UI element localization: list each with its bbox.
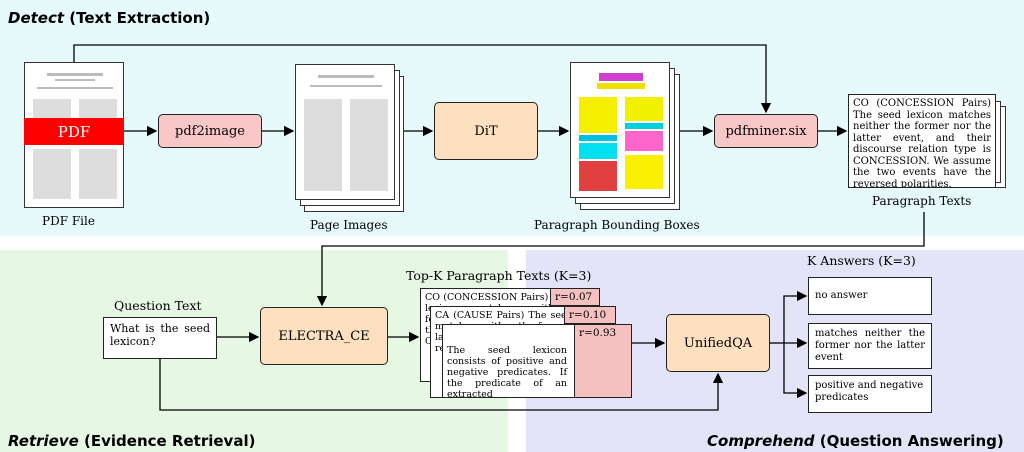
answer-3: positive and negative predicates [808, 375, 932, 413]
pdf2image-box: pdf2image [158, 114, 262, 148]
comprehend-title: Comprehend (Question Answering) [707, 432, 1004, 450]
pdf-file-caption: PDF File [42, 214, 95, 228]
arrow-answer-1 [783, 290, 808, 343]
unifiedqa-box: UnifiedQA [666, 314, 770, 372]
arrow-question-unifiedqa [159, 359, 724, 411]
detect-title: Detect (Text Extraction) [8, 9, 211, 27]
arrow-paragraphs-electra [316, 212, 925, 307]
topk-caption: Top-K Paragraph Texts (K=3) [406, 268, 592, 283]
paragraph-text: CO (CONCESSION Pairs) The seed lexicon m… [848, 94, 996, 188]
page-image-1 [295, 64, 395, 200]
electra-box: ELECTRA_CE [260, 307, 388, 365]
question-caption: Question Text [114, 298, 202, 313]
topk-card-3-text: The seed lexicon consists of positive an… [447, 345, 567, 398]
question-text: What is the seed lexicon? [103, 317, 217, 359]
answer-1: no answer [808, 277, 932, 315]
dit-box: DiT [434, 102, 538, 160]
arrow-answer-3 [783, 343, 808, 399]
topk-score-3: r=0.93 [574, 324, 632, 398]
retrieve-title: Retrieve (Evidence Retrieval) [8, 432, 256, 450]
topk-score-1: r=0.07 [550, 288, 600, 306]
bbox-page-1 [570, 62, 670, 198]
pdfminer-box: pdfminer.six [714, 114, 818, 148]
answer-2: matches neither the former nor the latte… [808, 323, 932, 369]
answers-caption: K Answers (K=3) [807, 253, 916, 268]
paragraph-caption: Paragraph Texts [872, 194, 972, 208]
topk-score-2: r=0.10 [564, 306, 616, 324]
pdf-banner: PDF [24, 118, 124, 145]
bbox-caption: Paragraph Bounding Boxes [534, 218, 700, 232]
arrow-pdf-pdfminer [73, 44, 772, 114]
page-images-caption: Page Images [310, 218, 388, 232]
